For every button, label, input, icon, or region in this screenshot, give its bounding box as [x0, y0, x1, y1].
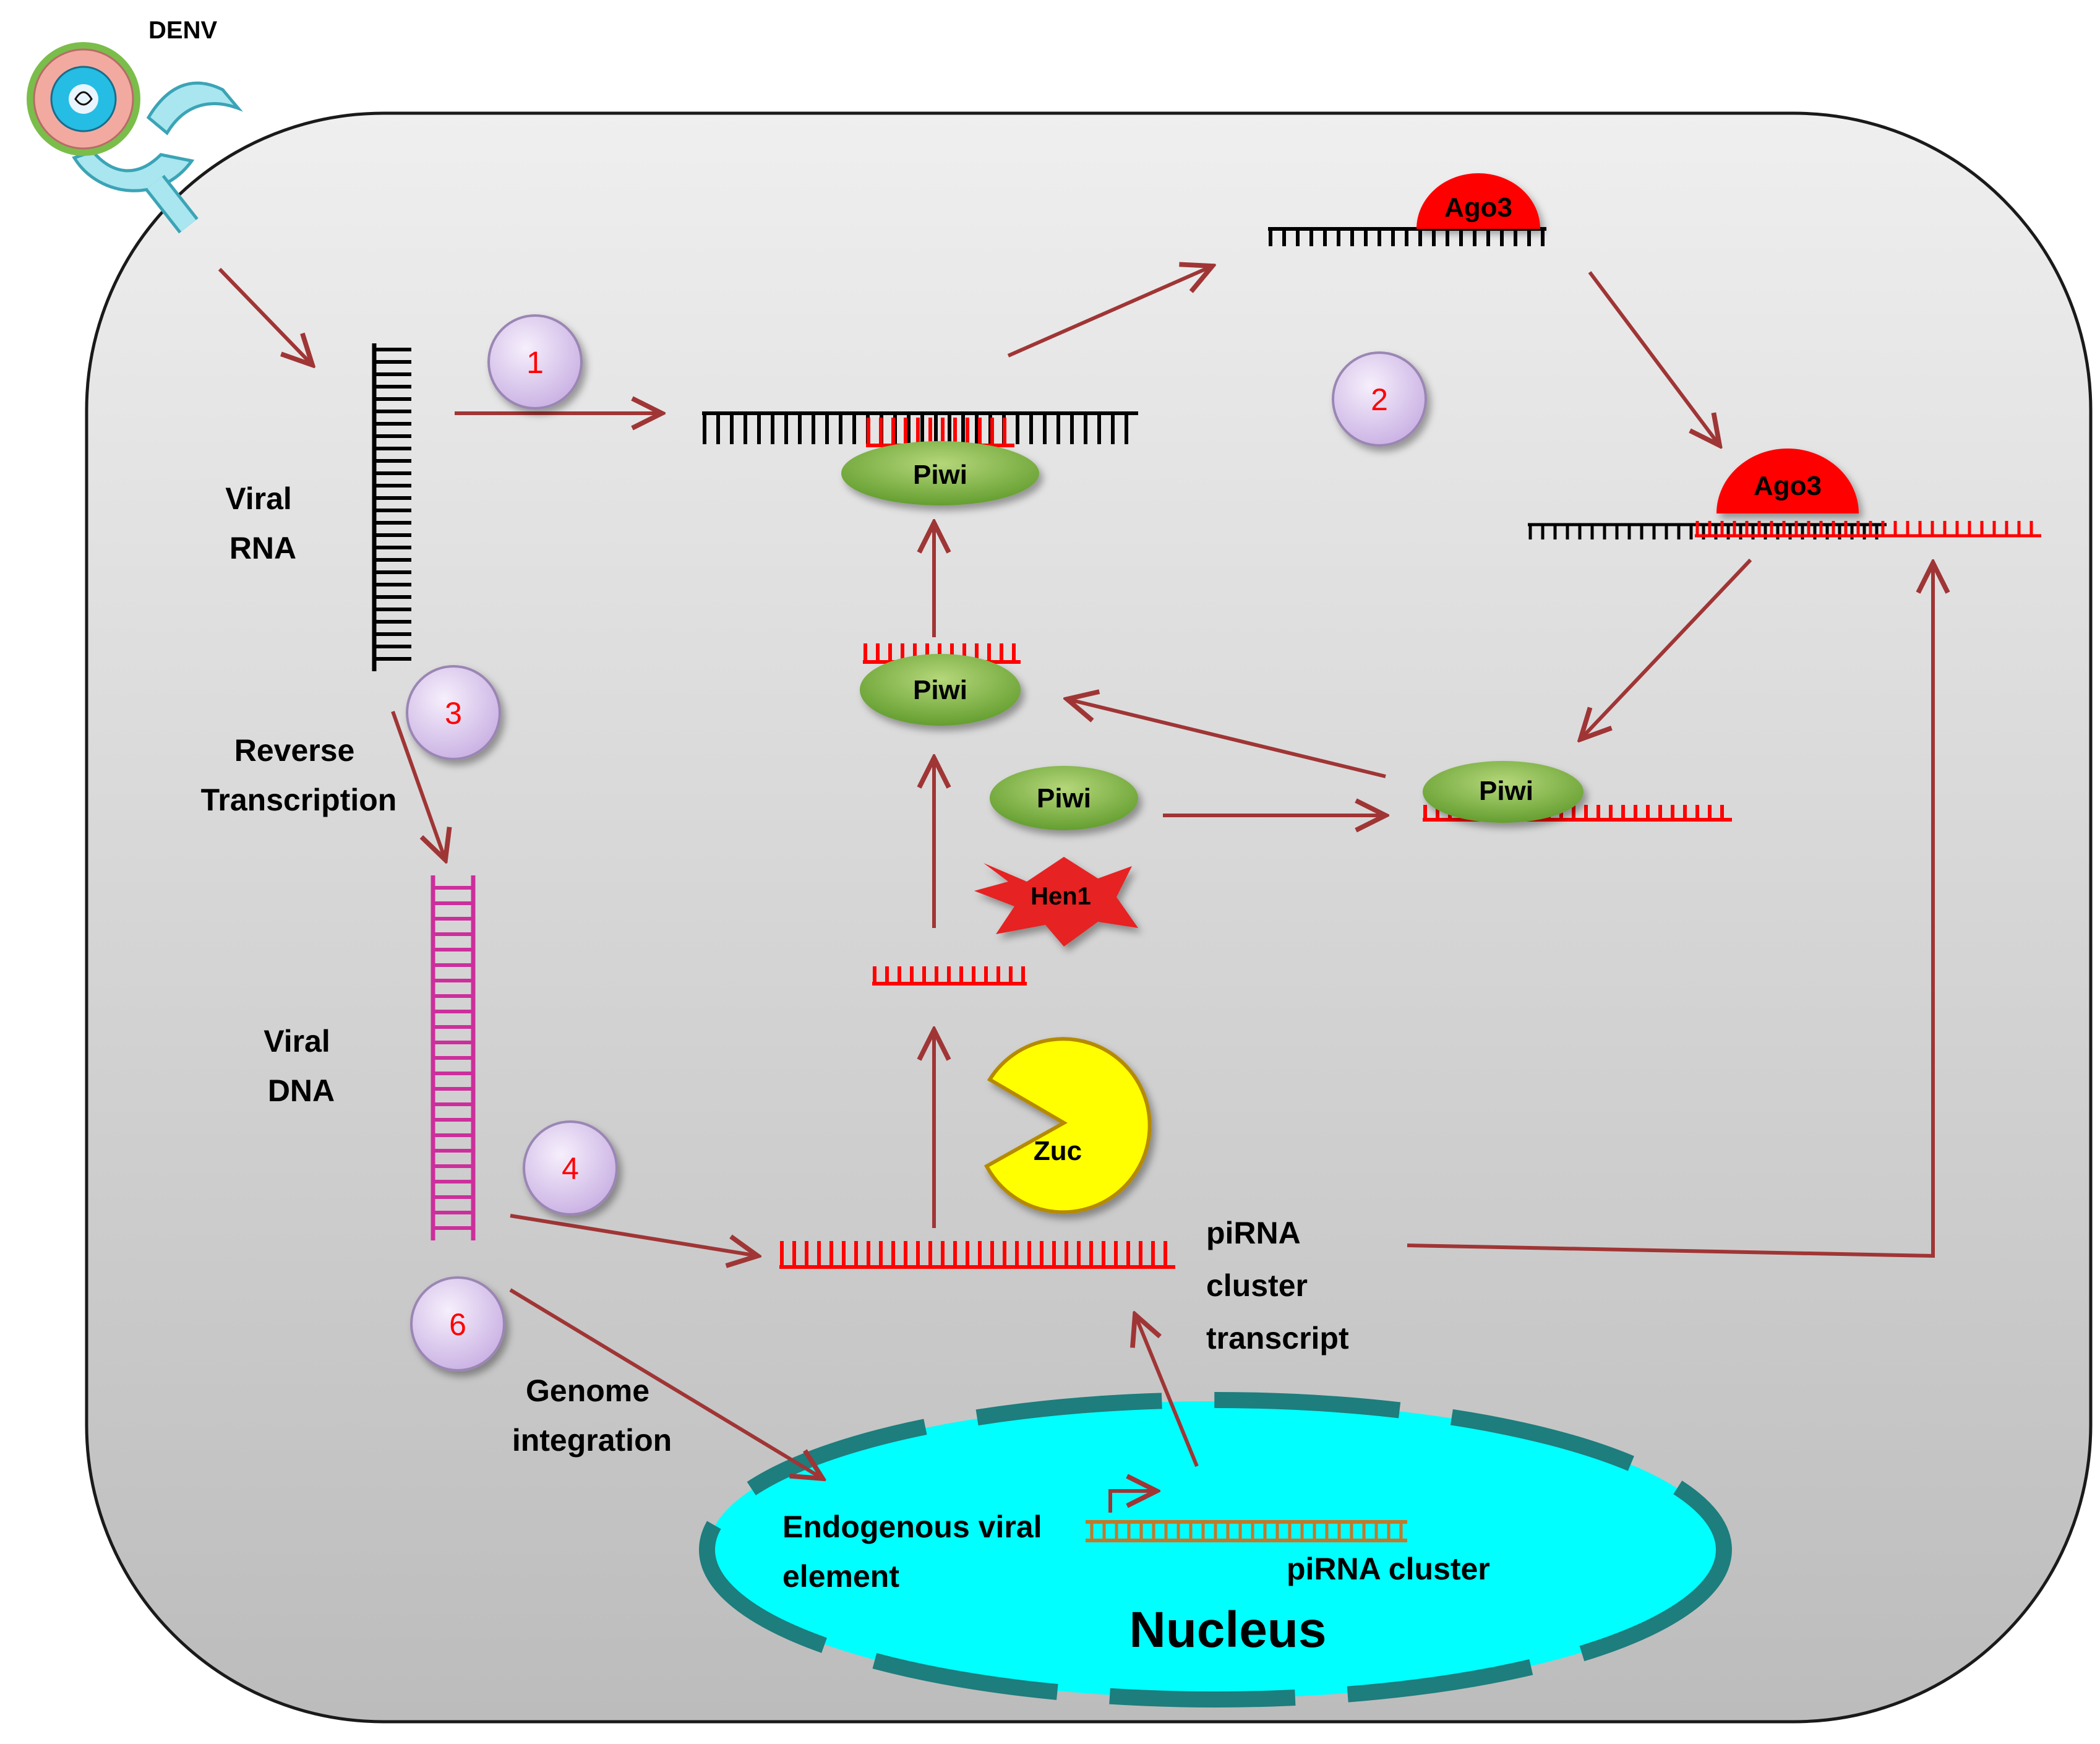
endogenous-viral-element-label: Endogenous viral element	[782, 1510, 1050, 1594]
step-1: 1	[487, 314, 583, 410]
piwi-protein-top	[841, 441, 1039, 505]
viral-dna-label: Viral DNA	[264, 1024, 338, 1108]
step-2-number: 2	[1371, 382, 1388, 417]
step-4: 4	[523, 1120, 618, 1216]
virus-label: DENV	[148, 17, 217, 44]
arrow-ago3-down	[1588, 271, 1720, 445]
viral-dna-ladder	[431, 875, 476, 1240]
ago3-label-right: Ago3	[1754, 471, 1822, 501]
ago3-label-top: Ago3	[1444, 192, 1512, 223]
hen1-protein	[974, 857, 1138, 947]
arrow-transcript-right	[1407, 563, 1933, 1258]
piwi-label-free: Piwi	[1037, 783, 1091, 814]
pirna-cluster-dna	[1086, 1520, 1407, 1542]
step-2: 2	[1332, 351, 1427, 447]
arrow-genome-integration	[509, 1288, 823, 1479]
viral-rna-strand	[372, 343, 411, 671]
transcription-start-icon	[1108, 1491, 1157, 1513]
nucleus	[699, 1392, 1732, 1707]
piwi-protein-mid	[860, 654, 1021, 726]
piwi-protein-free	[990, 766, 1138, 830]
arrow-piwi-right-to-mid	[1067, 699, 1386, 778]
nucleus-label: Nucleus	[1129, 1602, 1327, 1658]
viral-rna-label: Viral RNA	[225, 481, 300, 565]
arrow-step4	[510, 1214, 758, 1256]
pirna-cluster-label: piRNA cluster	[1287, 1552, 1490, 1586]
arrow-nucleus-out	[1135, 1315, 1199, 1467]
step-1-number: 1	[526, 345, 544, 380]
hen1-label: Hen1	[1031, 883, 1091, 910]
step-3-number: 3	[445, 696, 462, 731]
genome-integration-label: Genome integration	[512, 1373, 672, 1458]
ago3-protein-top	[1416, 173, 1540, 229]
arrow-rt	[391, 710, 445, 860]
pathway-arrows	[218, 266, 1933, 1479]
ago3-protein-right	[1716, 449, 1859, 513]
step-4-number: 4	[562, 1151, 579, 1186]
virus-icon	[27, 42, 243, 234]
zuc-protein	[984, 1037, 1152, 1214]
reverse-transcription-label: Reverse Transcription	[201, 733, 397, 817]
piwi-protein-right	[1423, 761, 1584, 823]
piwi-label-right: Piwi	[1479, 776, 1533, 806]
piwi-label-top: Piwi	[913, 460, 967, 490]
step-3: 3	[406, 665, 501, 760]
arrow-to-piwi-right	[1580, 558, 1752, 739]
arrow-to-ago3	[1007, 266, 1212, 358]
pirna-cluster-transcript-label: piRNA cluster transcript	[1206, 1216, 1349, 1355]
arrow-entry	[218, 267, 312, 365]
piwi-label-mid: Piwi	[913, 675, 967, 705]
zuc-label: Zuc	[1034, 1136, 1082, 1166]
step-6-number: 6	[449, 1307, 466, 1342]
step-6: 6	[410, 1276, 505, 1372]
